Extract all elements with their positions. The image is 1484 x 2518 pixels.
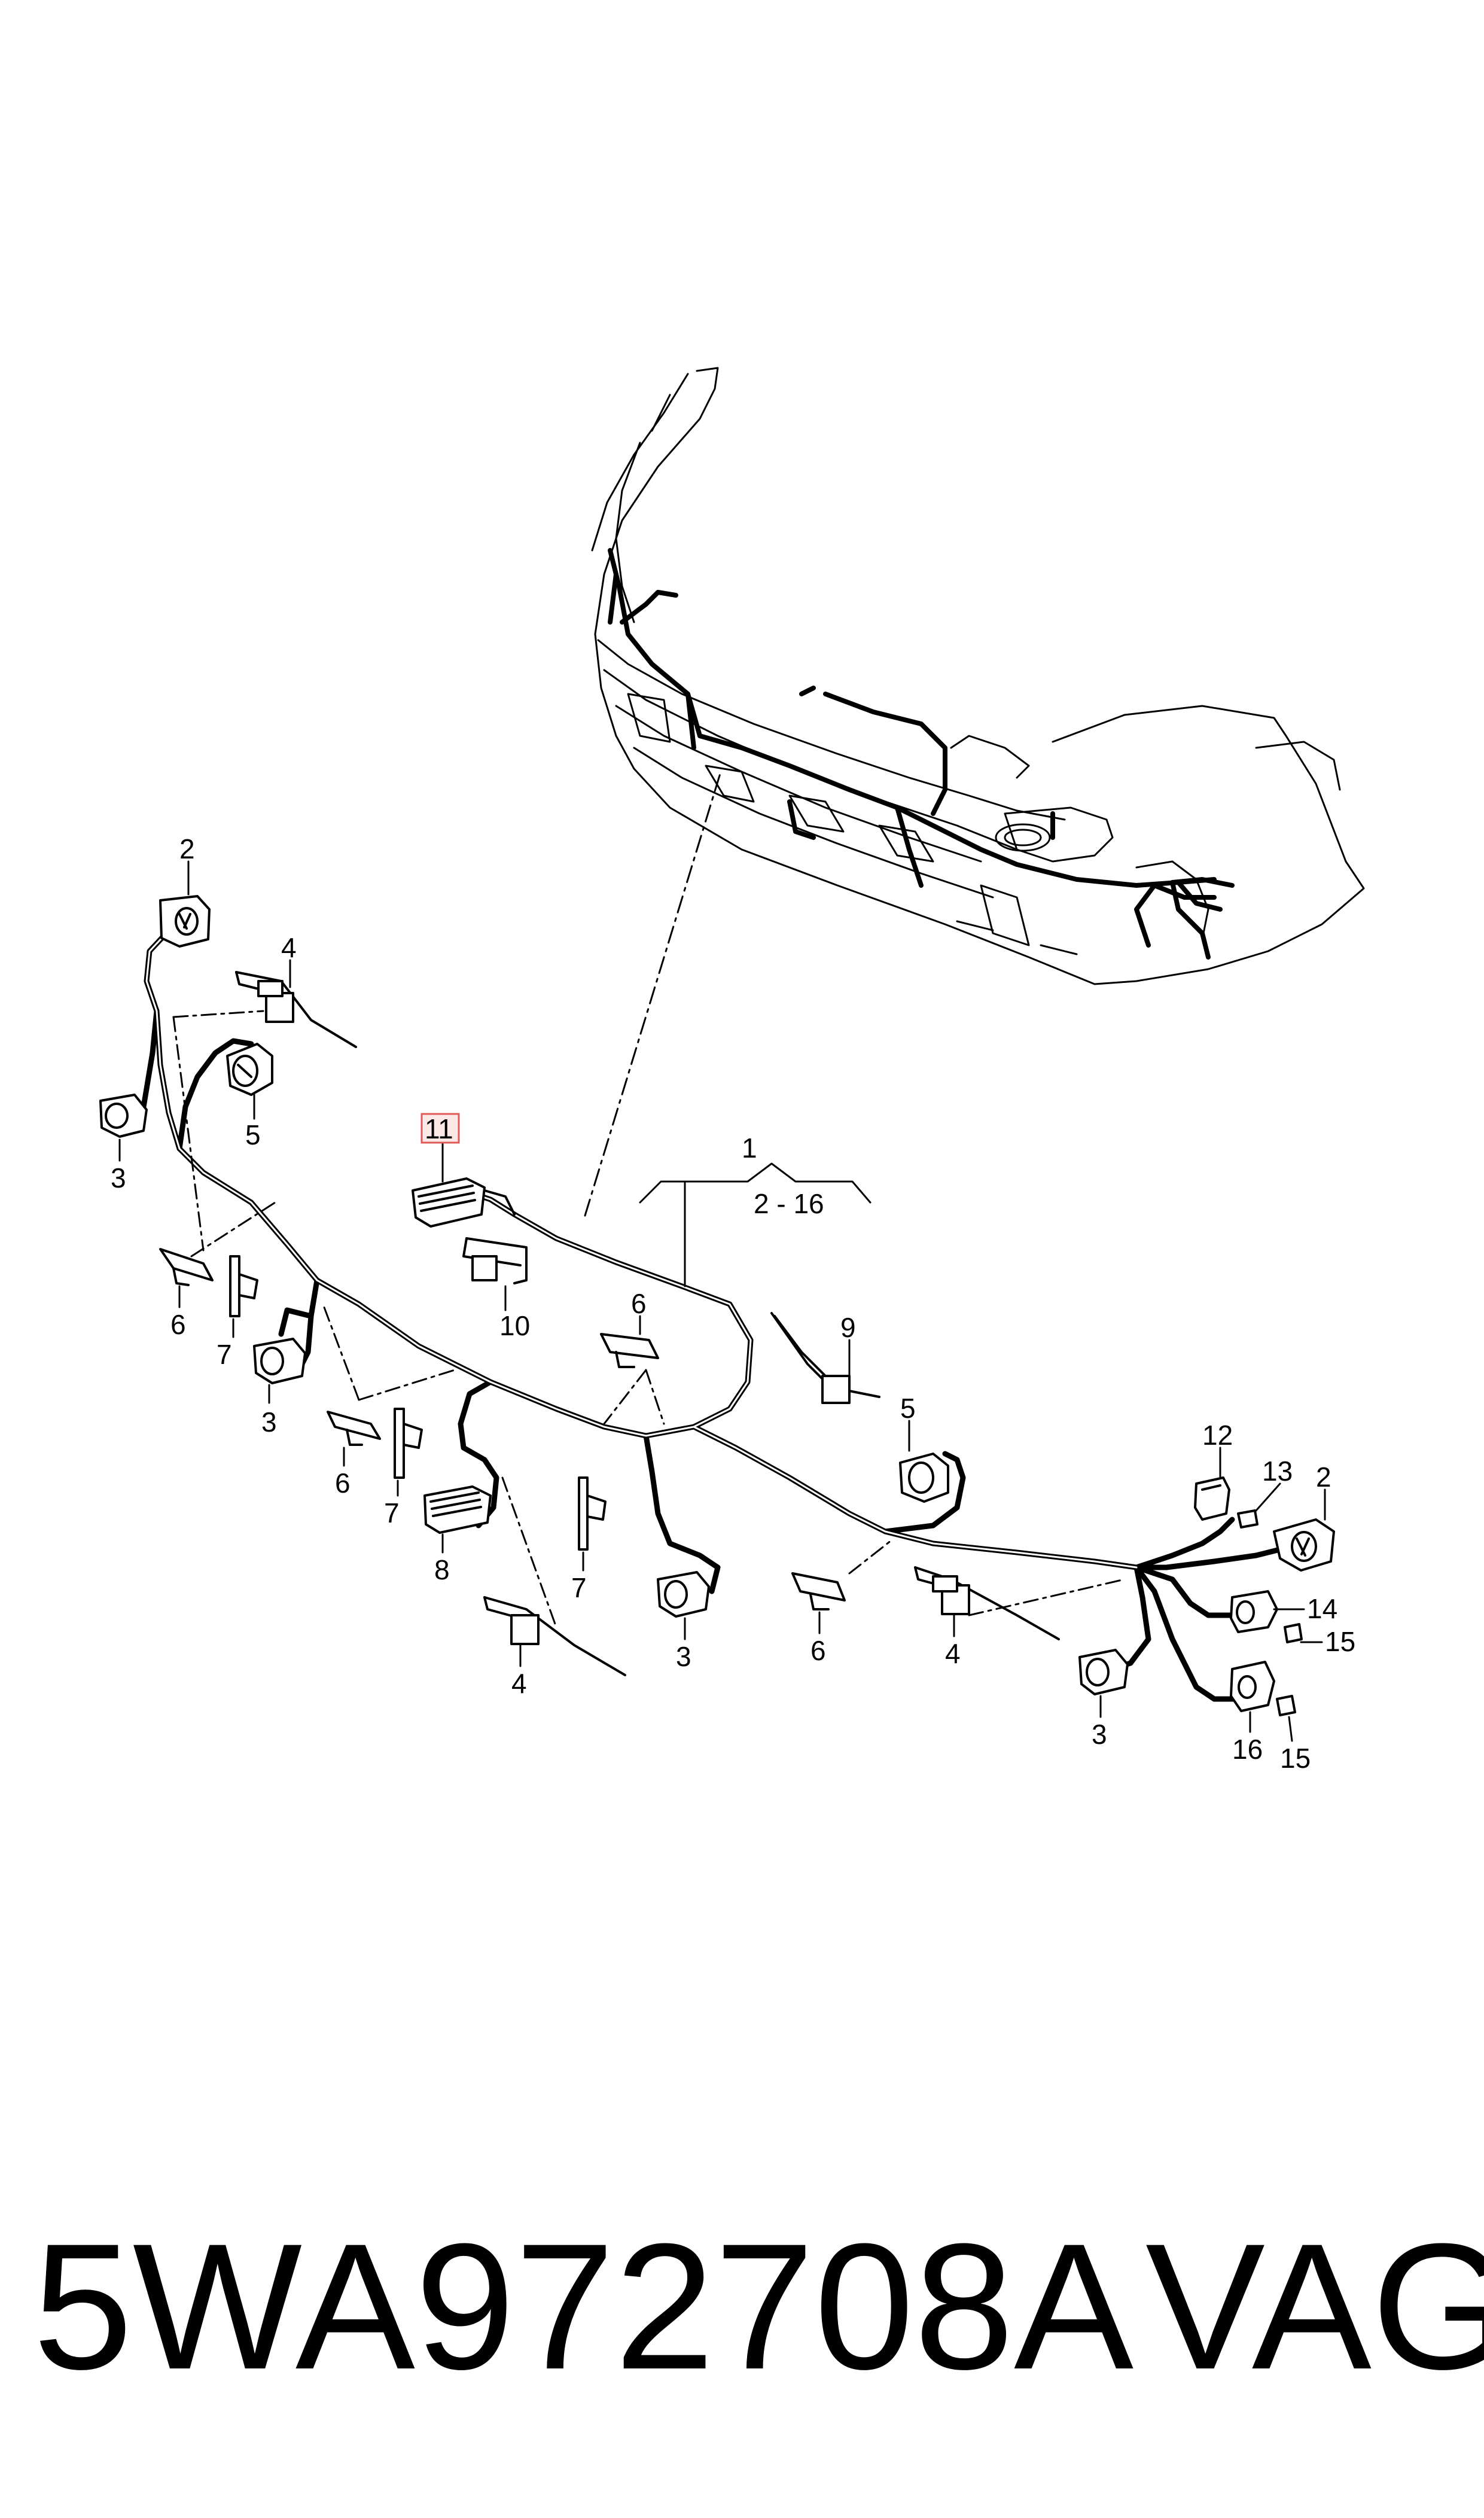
callout-15-lower: 15 xyxy=(1280,1743,1311,1774)
connector-3-center xyxy=(657,1571,710,1618)
callout-10: 10 xyxy=(499,1310,530,1341)
callout-2-right: 2 xyxy=(1316,1462,1331,1493)
callout-1: 1 xyxy=(742,1132,757,1164)
main-wiring-harness xyxy=(141,930,1283,1702)
connector-3-midleft xyxy=(253,1338,306,1384)
cable-tie-4-upper xyxy=(235,971,357,1048)
callout-12: 12 xyxy=(1202,1420,1233,1451)
connector-5-left xyxy=(226,1043,273,1096)
callout-2-16-range: 2 - 16 xyxy=(754,1188,824,1219)
cable-tie-9 xyxy=(770,1312,880,1404)
callout-7-mid: 7 xyxy=(384,1497,400,1529)
part-number: 5WA972708A xyxy=(33,2206,1134,2407)
callout-3-midleft: 3 xyxy=(261,1406,277,1438)
callout-14: 14 xyxy=(1307,1593,1337,1624)
callout-7-left: 7 xyxy=(217,1339,232,1370)
front-bumper-drawing xyxy=(591,367,1365,985)
clip-13 xyxy=(1237,1509,1258,1529)
callout-13: 13 xyxy=(1262,1456,1293,1487)
callout-3-center: 3 xyxy=(676,1641,691,1672)
harness-to-bumper-leader xyxy=(584,771,722,1217)
connector-3-right xyxy=(1078,1649,1129,1695)
callout-11-highlight xyxy=(420,1113,460,1144)
clip-15-lower xyxy=(1276,1695,1296,1716)
connector-2-left xyxy=(159,895,211,948)
callout-5-right: 5 xyxy=(900,1393,916,1424)
callout-11: 11 xyxy=(425,1113,453,1144)
callout-4-upper: 4 xyxy=(281,932,297,963)
cable-tie-4-lower xyxy=(483,1596,626,1676)
fastener-leaders xyxy=(172,1010,1126,1628)
callout-6-left: 6 xyxy=(170,1309,186,1340)
callout-4-bottom: 4 xyxy=(511,1668,527,1699)
callout-6-lowright: 6 xyxy=(810,1635,826,1666)
callout-3-right: 3 xyxy=(1092,1719,1107,1750)
callout-3-left: 3 xyxy=(111,1162,126,1193)
callout-15-upper: 15 xyxy=(1325,1626,1355,1657)
bracket-7-left xyxy=(229,1255,258,1317)
callout-6-lowleft: 6 xyxy=(335,1467,351,1499)
part-caption: 5WA972708A VAG xyxy=(0,2208,1484,2405)
callout-16: 16 xyxy=(1232,1734,1263,1765)
holder-10 xyxy=(462,1237,528,1284)
callout-2-topleft: 2 xyxy=(179,833,195,864)
wiring-harness-diagram: 2 4 5 3 11 1 2 - 16 10 6 9 6 7 3 6 7 8 7… xyxy=(99,367,1365,1774)
clip-6-center xyxy=(600,1333,659,1368)
clip-6-lowright xyxy=(791,1572,846,1610)
callout-leaders xyxy=(118,860,1326,1742)
bracket-7-mid xyxy=(394,1408,423,1479)
callout-6-center: 6 xyxy=(631,1288,647,1319)
bumper-harness-routing xyxy=(608,548,1235,960)
cable-tie-4-right xyxy=(914,1566,1060,1640)
callout-9: 9 xyxy=(840,1312,856,1343)
callout-7-right: 7 xyxy=(571,1572,587,1603)
callout-5-left: 5 xyxy=(245,1119,261,1150)
connector-8 xyxy=(423,1485,492,1534)
bracket-7-right xyxy=(578,1476,607,1551)
connector-12 xyxy=(1194,1476,1230,1521)
connector-3-left xyxy=(99,1094,148,1138)
connector-14 xyxy=(1230,1590,1278,1633)
connector-2-right xyxy=(1273,1518,1335,1572)
clip-6-lowleft xyxy=(327,1411,381,1446)
connector-11 xyxy=(412,1177,516,1228)
brand-name: VAG xyxy=(1145,2206,1484,2407)
connector-16 xyxy=(1230,1661,1275,1712)
clip-15-upper xyxy=(1284,1623,1303,1643)
callout-8: 8 xyxy=(434,1554,450,1585)
callout-4-lower: 4 xyxy=(945,1638,961,1669)
connector-5-right xyxy=(899,1453,949,1503)
clip-6-left xyxy=(159,1248,214,1286)
